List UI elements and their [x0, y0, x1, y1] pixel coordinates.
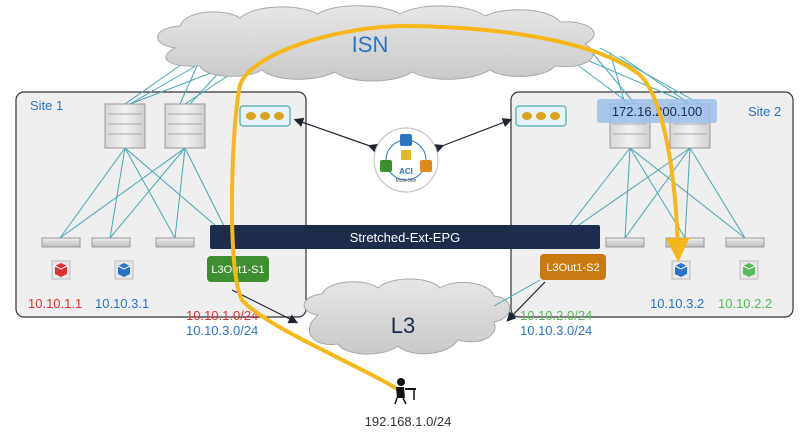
- epg-bar-label: Stretched-Ext-EPG: [350, 230, 461, 245]
- spine-switch-icon: [164, 103, 206, 149]
- leaf-switch-icon: [725, 237, 765, 248]
- l3out-s1-box: [207, 256, 269, 282]
- endpoint-cube-icon: [114, 260, 134, 280]
- endpoint-ip: 10.10.1.1: [28, 296, 82, 311]
- leaf-switch-icon: [41, 237, 81, 248]
- l3-cloud: [303, 278, 511, 355]
- site2-ip-label: 172.16.200.100: [612, 104, 702, 119]
- aci-orchestrator-icon: [373, 127, 439, 193]
- site1-title: Site 1: [30, 98, 63, 113]
- endpoint-cube-icon: [671, 260, 691, 280]
- traffic-path: [229, 23, 690, 394]
- external-subnet: 192.168.1.0/24: [365, 414, 452, 429]
- endpoint-cube-icon: [739, 260, 759, 280]
- isn-cloud: [157, 5, 595, 82]
- l3-label: L3: [391, 313, 415, 338]
- epg-bar: [210, 225, 600, 249]
- l3out-s2-link: [493, 279, 541, 307]
- route-prefix: 10.10.2.0/24: [520, 308, 592, 323]
- leaf-switch-icon: [91, 237, 131, 248]
- orchestrator-arrow-left: [293, 117, 379, 153]
- l3out-s1-label: L3Out1-S1: [211, 264, 264, 276]
- user-workstation-icon: [394, 378, 416, 405]
- route-prefix: 10.10.1.0/24: [186, 308, 258, 323]
- endpoint-ip: 10.10.2.2: [718, 296, 772, 311]
- leaf-switch-icon: [155, 237, 195, 248]
- l3out-s2-box: [540, 254, 606, 280]
- route-prefix: 10.10.3.0/24: [186, 323, 258, 338]
- endpoint-ip: 10.10.3.1: [95, 296, 149, 311]
- orchestrator-sublabel: Multi-Site: [396, 178, 417, 184]
- orchestrator-arrow-right: [433, 118, 513, 154]
- leaf-switch-icon: [665, 237, 705, 248]
- l3out-s2-label: L3Out1-S2: [546, 262, 599, 274]
- spine-switch-icon: [104, 103, 146, 149]
- border-gateway-icon: [239, 105, 291, 127]
- route-arrow-s2: [506, 281, 546, 322]
- leaf-switch-icon: [605, 237, 645, 248]
- border-gateway-icon: [515, 105, 567, 127]
- endpoint-ip: 10.10.3.2: [650, 296, 704, 311]
- route-arrow-s1: [231, 289, 299, 324]
- isn-label: ISN: [352, 32, 389, 57]
- route-prefix: 10.10.3.0/24: [520, 323, 592, 338]
- site2-title: Site 2: [748, 104, 781, 119]
- site1-fabric-links: [59, 147, 231, 239]
- orchestrator-label: ACI: [399, 167, 413, 176]
- site2-fabric-links: [559, 147, 746, 239]
- endpoint-cube-icon: [51, 260, 71, 280]
